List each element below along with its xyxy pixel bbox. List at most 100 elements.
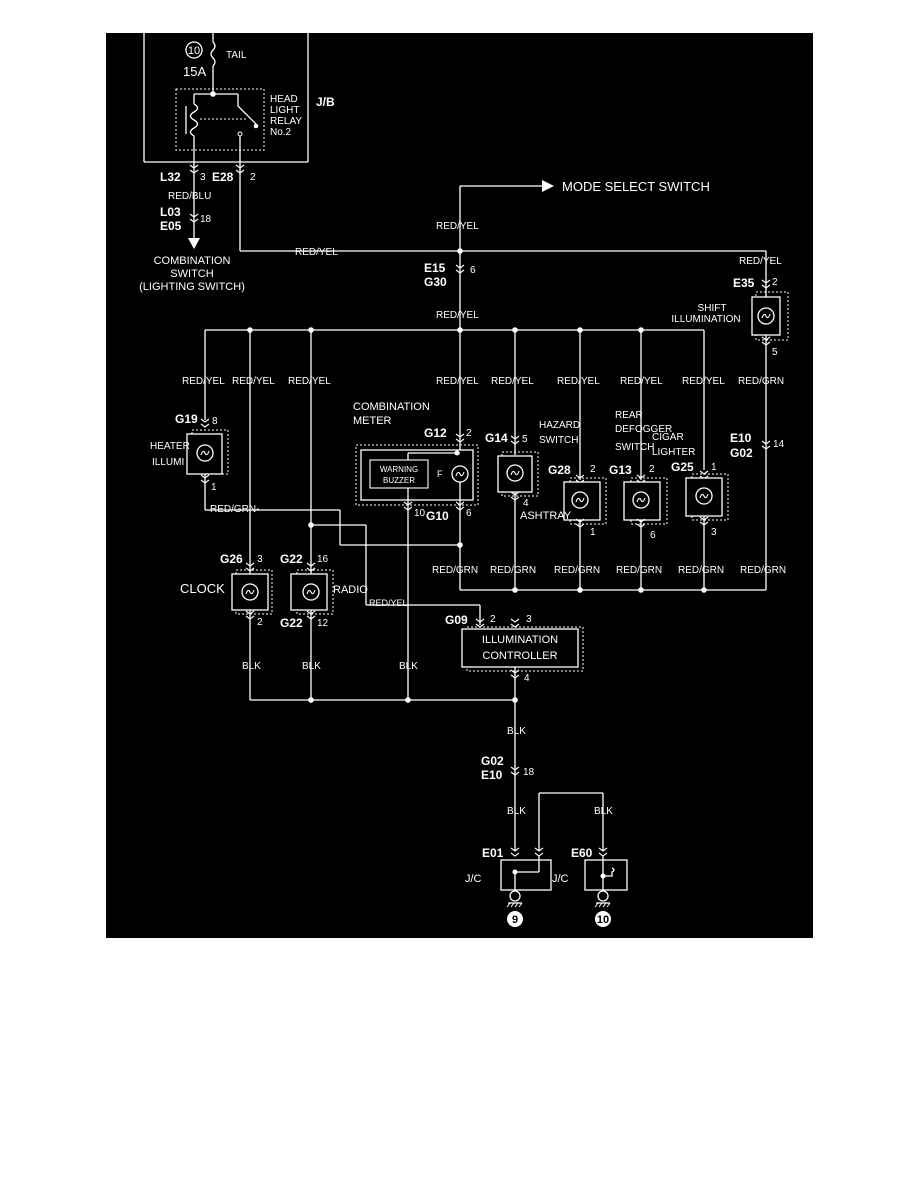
diagram-label: 6 xyxy=(470,265,476,276)
diagram-label: BLK xyxy=(302,661,321,672)
diagram-label: RED/YEL xyxy=(682,376,725,387)
diagram-label: 2 xyxy=(257,617,263,628)
diagram-label: 6 xyxy=(650,530,656,541)
diagram-label: 16 xyxy=(317,554,329,565)
jb-label: J/B xyxy=(316,95,335,109)
diagram-label: COMBINATION xyxy=(154,255,231,267)
head-light-relay: HEAD LIGHT RELAY No.2 xyxy=(175,88,302,162)
diagram-label: BLK xyxy=(507,726,526,737)
diagram-label: 4 xyxy=(524,673,530,684)
diagram-label: COMBINATION xyxy=(353,401,430,413)
diagram-label: 18 xyxy=(523,767,535,778)
illumination-controller: G09 2 3 ILLUMINATION CONTROLLER 4 xyxy=(445,613,584,850)
relay-line1: HEAD xyxy=(270,94,298,105)
diagram-label: G02 xyxy=(730,446,753,460)
diagram-label: 2 xyxy=(250,172,256,183)
diagram-label: RED/GRN xyxy=(616,565,662,576)
diagram-label: 2 xyxy=(466,428,472,439)
diagram-label: E60 xyxy=(571,846,593,860)
diagram-label: G10 xyxy=(426,509,449,523)
diagram-label: ILLUMINATION xyxy=(482,634,558,646)
diagram-label: RED/GRN xyxy=(738,376,784,387)
diagram-label: ASHTRAY xyxy=(520,510,572,522)
diagram-label: L03 xyxy=(160,205,181,219)
ashtray-illumination: G28 2 ASHTRAY 1 xyxy=(520,463,607,590)
diagram-label: RED/GRN xyxy=(740,565,786,576)
diagram-label: WARNING xyxy=(380,465,418,474)
diagram-label: RED/YEL xyxy=(436,376,479,387)
diagram-label: RED/GRN- xyxy=(210,504,259,515)
diagram-label: ILLUMI xyxy=(152,457,184,468)
diagram-label: RED/YEL xyxy=(295,247,338,258)
diagram-label: DEFOGGER xyxy=(615,424,672,435)
relay-line2: LIGHT xyxy=(270,105,299,116)
diagram-label: 14 xyxy=(773,439,785,450)
diagram-label: 3 xyxy=(711,527,717,538)
diagram-label: HAZARD xyxy=(539,420,580,431)
diagram-label: G28 xyxy=(548,463,571,477)
fuse-number: 10 xyxy=(188,45,200,57)
blk-ground-bus: BLK BLK G02 E10 18 BLK xyxy=(250,661,535,817)
diagram-label: 3 xyxy=(257,554,263,565)
diagram-label: 12 xyxy=(317,618,329,629)
diagram-label: METER xyxy=(353,415,392,427)
diagram-label: RED/YEL xyxy=(182,376,225,387)
diagram-label: BLK xyxy=(507,806,526,817)
fuse-rating: 15A xyxy=(183,64,206,79)
mode-select-switch: MODE SELECT SWITCH xyxy=(562,179,710,194)
diagram-label: RED/GRN xyxy=(678,565,724,576)
diagram-label: SHIFT xyxy=(698,303,727,314)
combination-meter: COMBINATION METER G12 2 WARNING BUZZER F… xyxy=(353,401,479,700)
diagram-label: SWITCH xyxy=(170,268,213,280)
diagram-label: J/C xyxy=(465,873,482,885)
diagram-label: REAR xyxy=(615,410,643,421)
clock-label: CLOCK xyxy=(180,581,225,596)
diagram-label: RED/GRN xyxy=(432,565,478,576)
red-yel-distribution-bus: RED/YEL RED/YEL RED/YEL RED/YEL RED/YEL … xyxy=(182,327,725,574)
diagram-label: RED/GRN xyxy=(554,565,600,576)
diagram-label: RED/YEL xyxy=(620,376,663,387)
svg-text:F: F xyxy=(437,469,443,479)
diagram-label: BLK xyxy=(399,661,418,672)
hazard-switch: G14 5 HAZARD SWITCH 4 xyxy=(485,420,580,590)
connector-e28: E28 2 xyxy=(212,162,256,251)
diagram-label: 6 xyxy=(466,508,472,519)
diagram-label: E10 xyxy=(730,431,752,445)
diagram-label: 2 xyxy=(590,464,596,475)
wire-red-blu: RED/BLU xyxy=(168,191,211,202)
diagram-label: G19 xyxy=(175,412,198,426)
diagram-label: 2 xyxy=(772,277,778,288)
diagram-label: 10 xyxy=(414,508,426,519)
diagram-label: G30 xyxy=(424,275,447,289)
diagram-label: G22 xyxy=(280,552,303,566)
diagram-label: E05 xyxy=(160,219,182,233)
diagram-label: RED/YEL xyxy=(436,221,479,232)
diagram-label: RED/YEL xyxy=(491,376,534,387)
diagram-label: E10 xyxy=(481,768,503,782)
joint-connector-e01: BLK E01 J/C 9 xyxy=(465,792,613,927)
rear-defogger-switch: REAR DEFOGGER SWITCH G13 2 6 xyxy=(609,410,672,590)
diagram-label: 2 xyxy=(649,464,655,475)
diagram-label: 3 xyxy=(526,614,532,625)
diagram-label: (LIGHTING SWITCH) xyxy=(139,281,245,293)
diagram-label: RED/YEL xyxy=(369,598,408,608)
red-grn-return-bus: RED/GRN RED/GRN RED/GRN RED/GRN RED/GRN xyxy=(432,565,766,593)
diagram-label: L32 xyxy=(160,170,181,184)
radio-illumination: RED/YEL G22 16 RADIO G22 12 BLK xyxy=(280,522,481,700)
diagram-label: E28 xyxy=(212,170,234,184)
diagram-label: E01 xyxy=(482,846,504,860)
diagram-label: RED/YEL xyxy=(739,256,782,267)
diagram-label: LIGHTER xyxy=(652,447,695,458)
diagram-label: G26 xyxy=(220,552,243,566)
diagram-label: 1 xyxy=(590,527,596,538)
diagram-label: SWITCH xyxy=(615,442,654,453)
joint-connector-e60: E60 J/C 10 xyxy=(552,846,628,927)
shift-illumination: RED/YEL E35 2 SHIFT ILLUMINATION 5 RED/G… xyxy=(671,251,789,590)
diagram-label: G12 xyxy=(424,426,447,440)
fuse-number-circle xyxy=(185,41,203,59)
diagram-label: RED/YEL xyxy=(288,376,331,387)
diagram-label: G09 xyxy=(445,613,468,627)
diagram-label: G25 xyxy=(671,460,694,474)
diagram-label: G02 xyxy=(481,754,504,768)
